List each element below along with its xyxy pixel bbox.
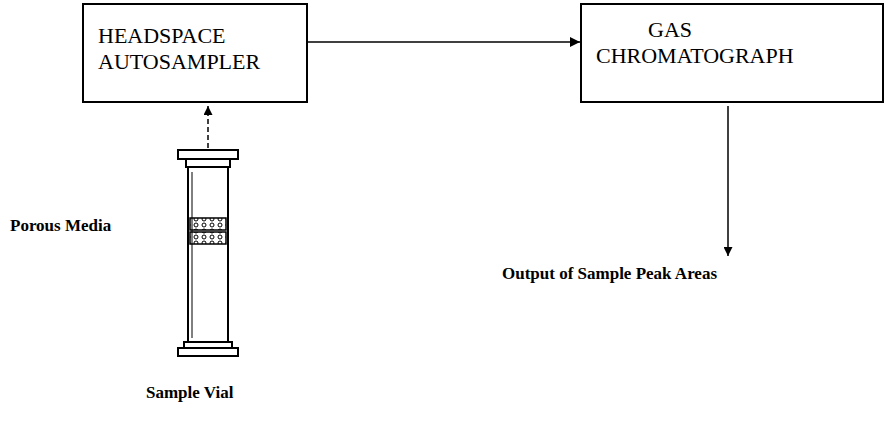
vial-body [188,167,228,342]
caption-label: Sample Vial [146,383,233,403]
output-arrow [727,106,729,256]
caption-label: Porous Media [10,216,111,236]
vial-bottom [178,348,238,356]
sample-vial [178,150,238,356]
process-box: HEADSPACE AUTOSAMPLER [82,3,308,103]
vial-cap [178,150,238,159]
sampling-arrow [207,106,209,148]
box-title: HEADSPACE AUTOSAMPLER [98,23,288,75]
vial-wall [192,172,193,338]
flow-arrow [308,41,580,43]
porous-layer [190,218,226,230]
process-box: GAS CHROMATOGRAPH [580,3,884,103]
caption-label: Output of Sample Peak Areas [502,264,717,284]
box-title: GAS CHROMATOGRAPH [596,17,796,69]
vial-neck [186,159,230,167]
porous-layer [190,232,226,244]
